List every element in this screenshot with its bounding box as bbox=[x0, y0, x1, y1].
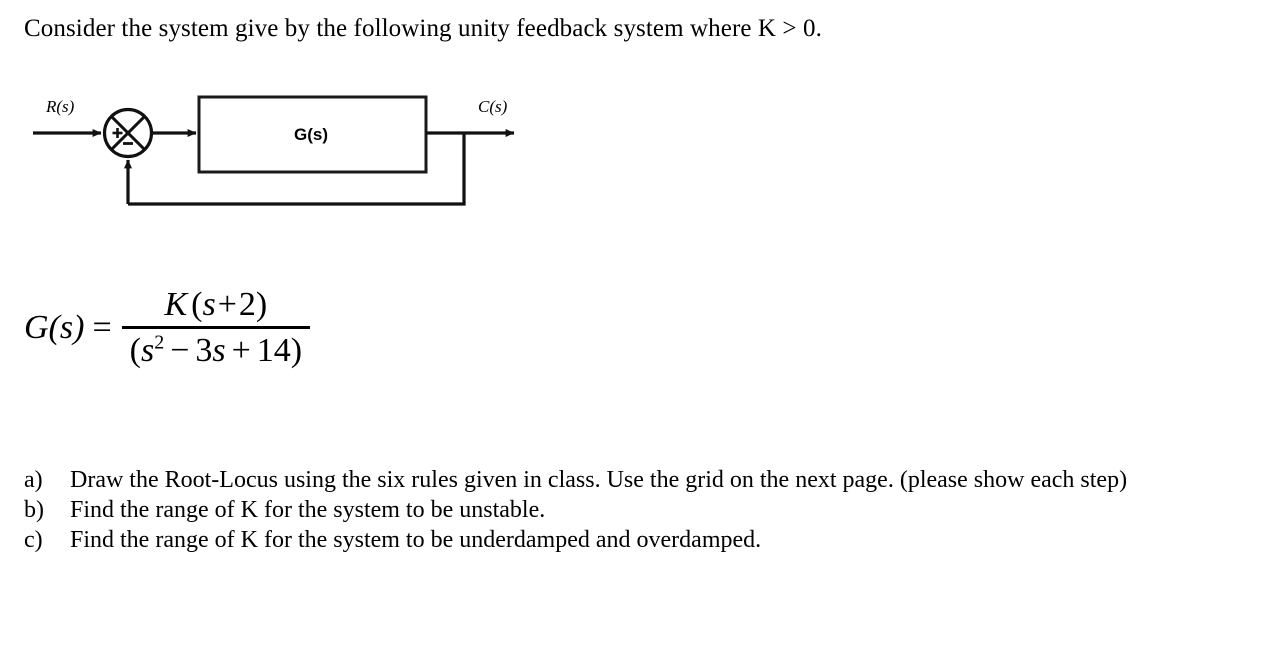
question-marker-c: c) bbox=[24, 527, 43, 553]
question-text-a: Draw the Root-Locus using the six rules … bbox=[70, 467, 1128, 493]
fraction-numerator: K(s+2) bbox=[152, 288, 279, 326]
transfer-function-equation: G(s) = K(s+2) (s2−3s+14) bbox=[24, 288, 311, 368]
block-diagram: R(s) C(s) G(s) bbox=[0, 80, 560, 230]
numerator-constant: 2 bbox=[238, 286, 256, 323]
question-item-c: c) Find the range of K for the system to… bbox=[24, 526, 1254, 555]
input-label: R(s) bbox=[45, 97, 75, 116]
question-text-b: Find the range of K for the system to be… bbox=[70, 497, 546, 523]
denominator-variable-2: s bbox=[212, 332, 226, 369]
denominator-variable: s bbox=[140, 332, 155, 369]
block-diagram-svg: R(s) C(s) G(s) bbox=[33, 95, 515, 206]
equation-left-side: G(s) bbox=[24, 311, 88, 345]
equals-sign: = bbox=[92, 309, 112, 346]
fraction-bar bbox=[121, 326, 311, 329]
denominator-operator-2: + bbox=[231, 332, 251, 369]
equation-lhs-G: G(s) bbox=[24, 309, 85, 346]
denominator-operator-1: − bbox=[170, 332, 190, 369]
plant-block-label: G(s) bbox=[294, 125, 328, 144]
numerator-open-paren: ( bbox=[191, 286, 203, 323]
summing-junction-cross-2 bbox=[110, 115, 146, 151]
numerator-variable: s bbox=[202, 286, 216, 323]
output-label: C(s) bbox=[478, 97, 508, 116]
denominator-close-paren: ) bbox=[290, 332, 303, 369]
question-text-c: Find the range of K for the system to be… bbox=[70, 527, 762, 553]
denominator-constant: 14 bbox=[256, 332, 291, 369]
fraction-denominator: (s2−3s+14) bbox=[122, 329, 311, 368]
question-list: a) Draw the Root-Locus using the six rul… bbox=[24, 466, 1254, 556]
question-marker-b: b) bbox=[24, 497, 44, 523]
denominator-coefficient: 3 bbox=[195, 332, 213, 369]
denominator-exponent: 2 bbox=[154, 331, 165, 354]
question-marker-a: a) bbox=[24, 467, 43, 493]
question-item-a: a) Draw the Root-Locus using the six rul… bbox=[24, 466, 1254, 495]
question-item-b: b) Find the range of K for the system to… bbox=[24, 496, 1254, 525]
denominator-open-paren: ( bbox=[129, 332, 141, 369]
numerator-close-paren: ) bbox=[255, 286, 268, 323]
numerator-operator: + bbox=[217, 286, 237, 323]
fraction: K(s+2) (s2−3s+14) bbox=[121, 288, 311, 368]
numerator-gain: K bbox=[164, 286, 188, 323]
intro-sentence: Consider the system give by the followin… bbox=[24, 15, 822, 42]
